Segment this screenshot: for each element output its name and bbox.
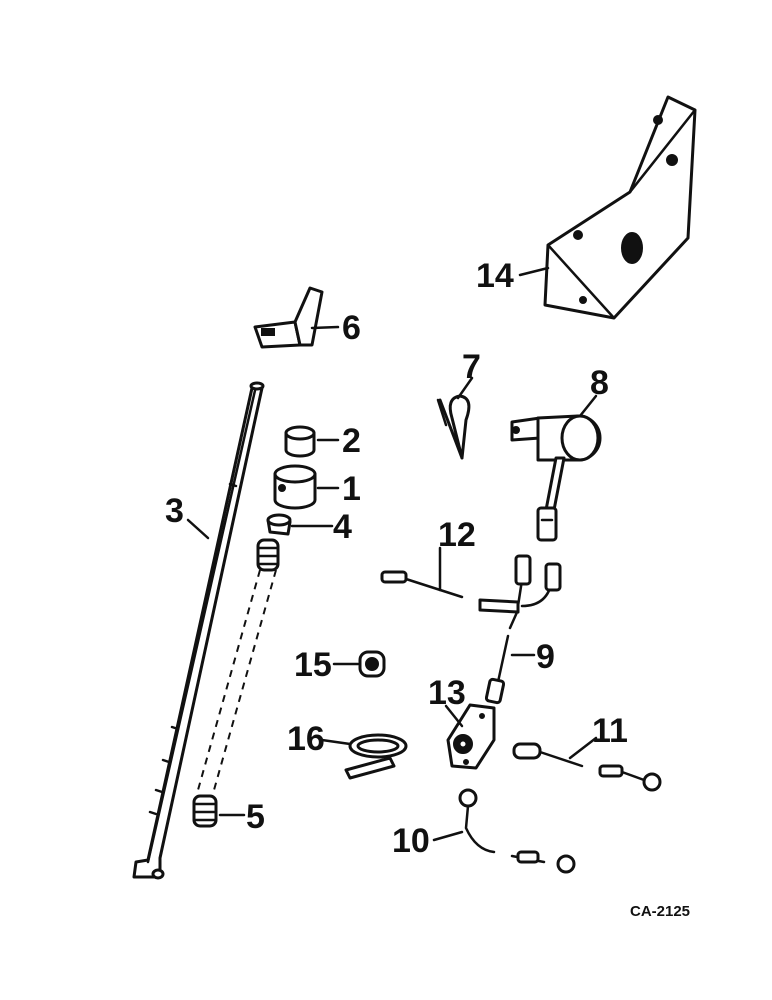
harness-tee bbox=[478, 554, 562, 630]
callout-8: 8 bbox=[590, 364, 609, 402]
callout-3: 3 bbox=[165, 492, 184, 530]
part-6-bracket bbox=[253, 286, 324, 349]
callout-16: 16 bbox=[287, 720, 325, 758]
callout-11: 11 bbox=[592, 712, 628, 750]
callout-7: 7 bbox=[462, 348, 481, 386]
callout-4: 4 bbox=[333, 508, 352, 546]
part-4-nut bbox=[266, 513, 292, 536]
leader-13 bbox=[444, 704, 464, 728]
callout-10: 10 bbox=[392, 822, 430, 860]
part-8-switch bbox=[510, 414, 602, 542]
leader-11 bbox=[568, 736, 598, 760]
part-15-grommet bbox=[358, 650, 386, 678]
spring-upper bbox=[256, 538, 280, 572]
callout-13: 13 bbox=[428, 674, 466, 712]
part-2-bushing bbox=[284, 425, 316, 458]
part-14-bracket bbox=[543, 95, 697, 320]
callout-15: 15 bbox=[294, 646, 332, 684]
part-12-wire bbox=[380, 570, 464, 599]
leader-10 bbox=[432, 830, 464, 842]
callout-5: 5 bbox=[246, 798, 265, 836]
leader-6 bbox=[310, 325, 340, 330]
callout-2: 2 bbox=[342, 422, 361, 460]
part-5-spring bbox=[192, 794, 218, 828]
callout-1: 1 bbox=[342, 470, 361, 508]
part-3-rod bbox=[132, 381, 265, 880]
part-9-lead bbox=[484, 634, 510, 705]
leader-8 bbox=[578, 394, 598, 418]
cable-dashed-line-right bbox=[213, 569, 277, 791]
callout-12: 12 bbox=[438, 516, 476, 554]
callout-9: 9 bbox=[536, 638, 555, 676]
figure-code: CA-2125 bbox=[630, 903, 690, 920]
part-16-clamp bbox=[344, 733, 408, 780]
leader-16 bbox=[320, 738, 352, 746]
part-1-collar bbox=[273, 464, 317, 510]
callout-6: 6 bbox=[342, 309, 361, 347]
callout-14: 14 bbox=[476, 257, 514, 295]
part-13-socket bbox=[446, 703, 496, 770]
part-7-clip bbox=[436, 394, 471, 460]
part-10-strap bbox=[458, 788, 576, 874]
part-11-cable bbox=[512, 742, 662, 792]
leader-14 bbox=[518, 266, 550, 277]
leader-3 bbox=[186, 518, 210, 540]
leader-7 bbox=[456, 376, 474, 400]
